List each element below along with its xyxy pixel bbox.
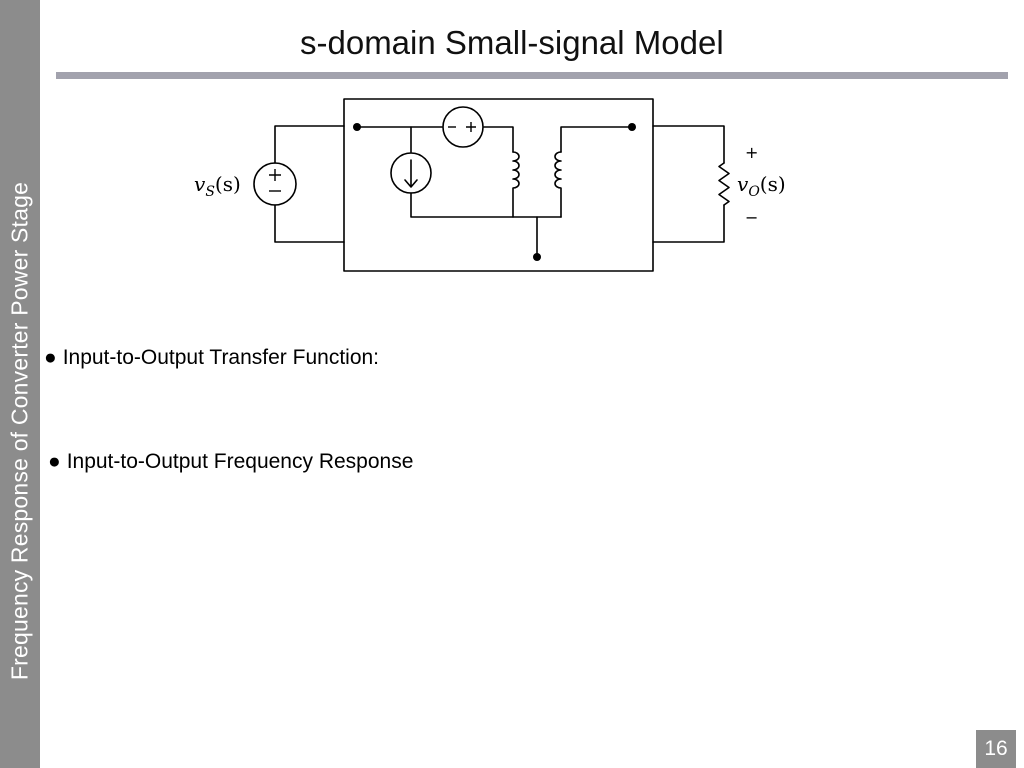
current-source-symbol — [390, 152, 432, 194]
input-loop-wire — [274, 125, 345, 243]
secondary-top-wire — [560, 126, 633, 153]
dep-source-plus-sign — [466, 122, 476, 132]
side-band: Frequency Response of Converter Power St… — [0, 0, 40, 768]
resistor-symbol — [718, 162, 730, 206]
two-port-box — [343, 98, 654, 272]
page-title: s-domain Small-signal Model — [300, 24, 724, 61]
terminal-dot-right — [628, 123, 636, 131]
current-source-branch — [410, 126, 562, 218]
title-rule — [56, 72, 1008, 79]
voltage-source-symbol — [253, 162, 297, 206]
bullet-text: Input-to-Output Transfer Function: — [62, 346, 380, 369]
side-title: Frequency Response of Converter Power St… — [6, 181, 33, 681]
output-minus-label: − — [745, 208, 759, 227]
top-wire — [356, 126, 514, 153]
terminal-dot-left — [353, 123, 361, 131]
output-plus-label: + — [745, 143, 759, 162]
bullet-frequency-response: ●Input-to-Output Frequency Response — [48, 450, 413, 474]
page-number: 16 — [976, 730, 1016, 768]
circuit-diagram — [253, 98, 730, 272]
output-voltage-label: vO(s) — [737, 172, 786, 200]
output-loop-wire — [652, 125, 725, 243]
bullet-dot: ● — [48, 450, 61, 473]
bullet-dot: ● — [44, 346, 57, 369]
source-plus-sign — [269, 169, 281, 181]
transformer-secondary — [554, 151, 562, 218]
bullet-text: Input-to-Output Frequency Response — [66, 450, 414, 473]
transformer-primary — [512, 151, 520, 218]
bullet-transfer-function: ●Input-to-Output Transfer Function: — [44, 346, 379, 370]
current-arrow — [404, 159, 418, 188]
dependent-voltage-source-symbol — [442, 106, 484, 148]
source-voltage-label: vS(s) — [194, 172, 241, 200]
terminal-dot-ground — [533, 253, 541, 261]
